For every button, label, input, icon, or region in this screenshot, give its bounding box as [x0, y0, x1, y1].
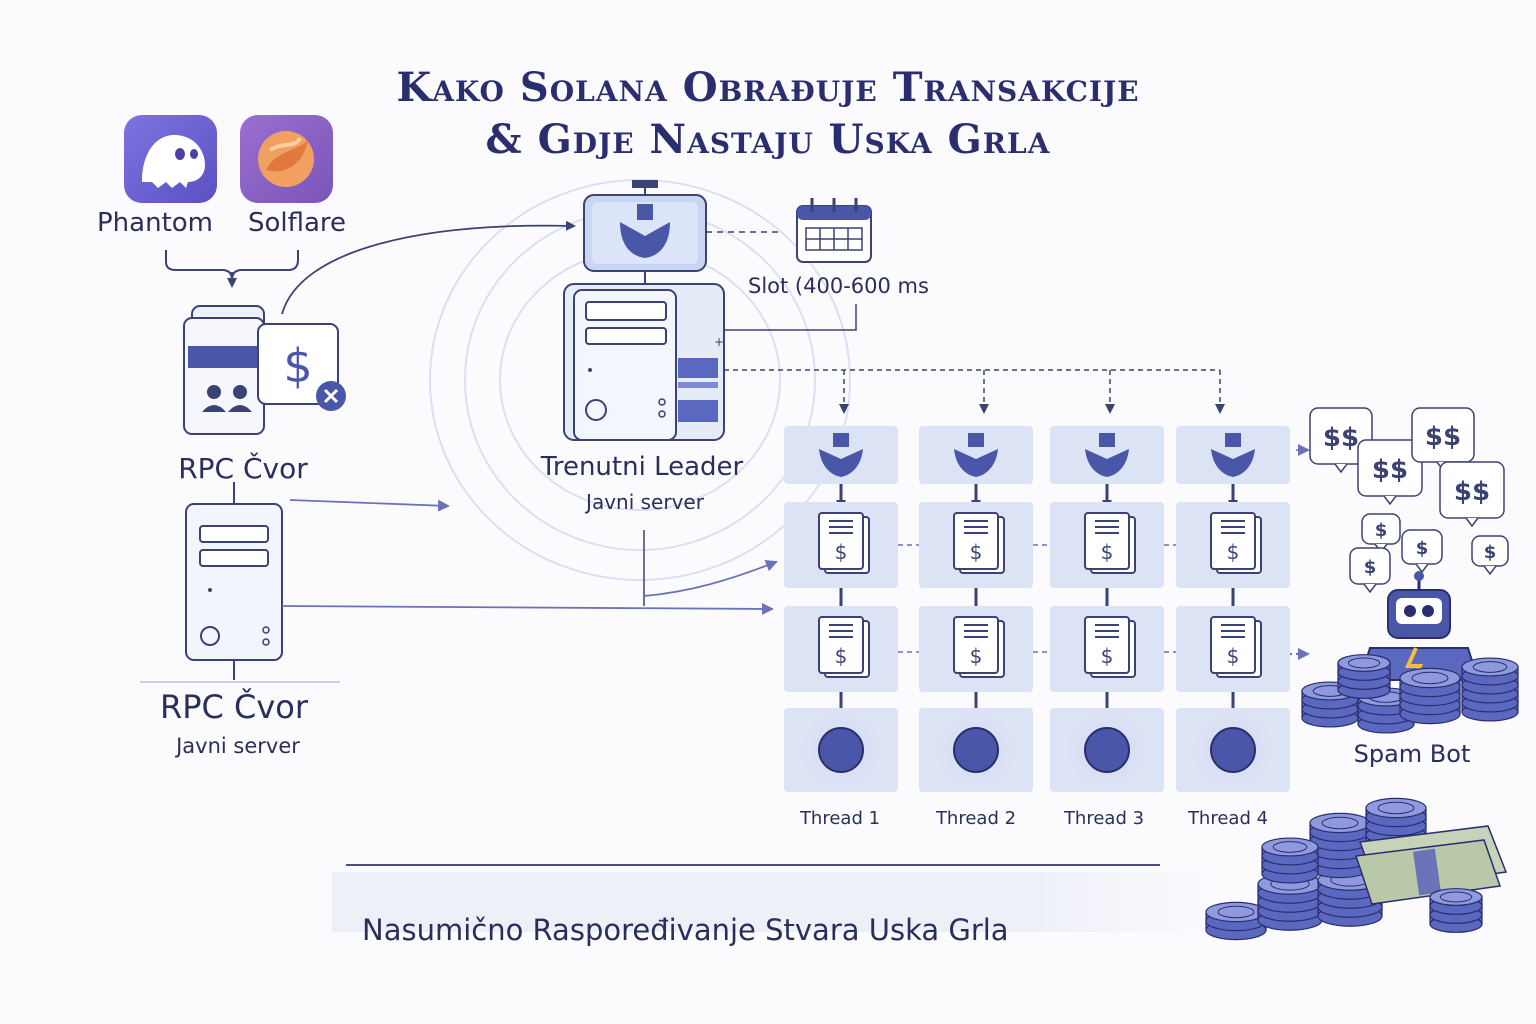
transaction-symbol: $: [1101, 540, 1114, 564]
transaction-doc-icon: $: [953, 616, 1005, 678]
spam-bubble-symbol: $$: [1425, 422, 1461, 452]
leader-server-icon: +: [563, 180, 725, 441]
solana-shield-icon: [954, 433, 998, 477]
transaction-doc-icon: $: [953, 512, 1005, 574]
spam-bubble: $: [1471, 535, 1509, 576]
transaction-doc-icon: $: [1084, 512, 1136, 574]
execution-node-icon: [930, 704, 1022, 796]
transaction-doc-icon: $: [818, 616, 870, 678]
transaction-doc-icon: $: [818, 512, 870, 574]
coin-stack-icon: [1309, 812, 1371, 879]
phantom-ghost-icon[interactable]: [124, 115, 217, 203]
thread-column-4: $$: [1176, 426, 1290, 796]
coin-stack-icon: [1429, 888, 1483, 933]
thread-label-2: Thread 2: [935, 808, 1017, 829]
leader-sublabel: Javni server: [586, 490, 704, 514]
spam-bubble-symbol: $: [1416, 538, 1429, 559]
spam-bubble: $: [1361, 513, 1401, 554]
rpc-top-label: RPC Čvor: [178, 452, 308, 485]
spam-bubble-symbol: $$: [1372, 455, 1408, 485]
calendar-icon: [796, 198, 872, 263]
spam-bubble-symbol: $: [1375, 520, 1388, 541]
banner-text: Nasumično Raspoređivanje Stvara Uska Grl…: [362, 913, 1009, 947]
solana-shield-icon: [819, 433, 863, 477]
coin-stack-icon: [1399, 667, 1461, 725]
transaction-symbol: $: [835, 644, 848, 668]
thread-label-1: Thread 1: [799, 808, 881, 829]
spam-bubble: $: [1349, 547, 1391, 594]
rpc-bottom-sublabel: Javni server: [176, 734, 300, 758]
transaction-symbol: $: [1227, 644, 1240, 668]
transaction-doc-icon: $: [1084, 616, 1136, 678]
spam-bubble: $: [1401, 529, 1443, 574]
spam-bubble: $$: [1309, 407, 1373, 474]
solana-shield-icon: [1085, 433, 1129, 477]
spam-bot-group: $$$$$$$$$$$$: [1301, 407, 1519, 734]
solflare-logo-icon[interactable]: [240, 115, 333, 203]
thread-grid: $$$$$$$$: [784, 426, 1290, 796]
thread-label-4: Thread 4: [1187, 808, 1269, 829]
connectors: [227, 220, 1310, 660]
spam-bubble-symbol: $$: [1323, 423, 1359, 453]
spam-bubbles: $$$$$$$$$$$$: [1309, 407, 1509, 594]
spam-bubble: $$: [1439, 461, 1505, 528]
spam-bubble: $$: [1357, 439, 1423, 506]
wallet-label-solflare: Solflare: [247, 208, 347, 238]
thread-column-2: $$: [919, 426, 1033, 796]
spam-bubble-symbol: $$: [1454, 477, 1490, 507]
transaction-symbol: $: [835, 540, 848, 564]
wallet-label-phantom: Phantom: [97, 208, 213, 238]
transaction-symbol: $: [970, 540, 983, 564]
thread-3-tile-1: [1050, 426, 1164, 484]
thread-column-1: $$: [784, 426, 898, 796]
svg-text:+: +: [714, 335, 724, 349]
rpc-bottom-label: RPC Čvor: [159, 688, 309, 726]
rpc-badge-symbol: $: [283, 339, 312, 393]
rpc-server-icon: [140, 482, 340, 683]
slot-label: Slot (400-600 ms: [748, 274, 929, 298]
coin-stacks-bot: [1301, 654, 1519, 734]
rpc-wallet-card-icon: $: [183, 305, 346, 435]
execution-node-icon: [1187, 704, 1279, 796]
spam-bubble-symbol: $: [1364, 557, 1377, 578]
spam-bubble: $$: [1411, 407, 1475, 472]
thread-1-tile-1: [784, 426, 898, 484]
coin-stack-icon: [1461, 657, 1519, 722]
thread-column-3: $$: [1050, 426, 1164, 796]
coin-stack-icon: [1317, 869, 1383, 927]
transaction-doc-icon: $: [1210, 616, 1262, 678]
coin-stack-icon: [1257, 873, 1323, 931]
banner-background: [332, 872, 1212, 932]
coin-stack-icon: [1337, 654, 1391, 699]
title-line-2: & Gdje Nastaju Uska Grla: [485, 116, 1051, 163]
title-line-1: Kako Solana Obrađuje Transakcije: [396, 64, 1140, 111]
transaction-symbol: $: [1101, 644, 1114, 668]
spam-bot-label: Spam Bot: [1353, 740, 1471, 768]
thread-2-tile-1: [919, 426, 1033, 484]
thread-4-tile-1: [1176, 426, 1290, 484]
spam-bubble-symbol: $: [1484, 542, 1497, 563]
coin-stack-icon: [1261, 837, 1319, 884]
solana-shield-icon: [1211, 433, 1255, 477]
execution-node-icon: [1061, 704, 1153, 796]
transaction-symbol: $: [970, 644, 983, 668]
transaction-symbol: $: [1227, 540, 1240, 564]
coin-stack-icon: [1205, 901, 1267, 941]
cash-bundle-icon: [1354, 825, 1508, 905]
transaction-doc-icon: $: [1210, 512, 1262, 574]
leader-label: Trenutni Leader: [540, 452, 744, 482]
execution-node-icon: [795, 704, 887, 796]
banner-divider: [346, 864, 1160, 866]
thread-label-3: Thread 3: [1063, 808, 1145, 829]
